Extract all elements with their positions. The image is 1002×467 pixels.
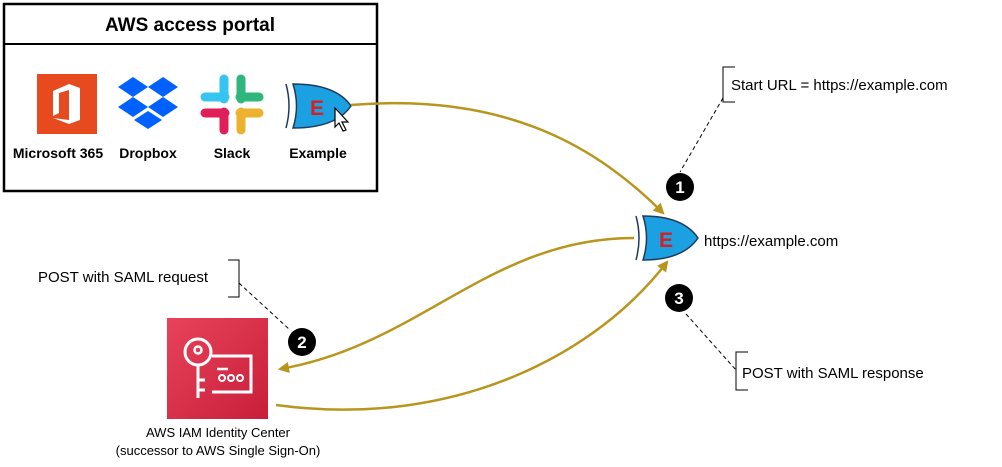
leader-line-saml-request	[238, 282, 291, 331]
microsoft-365-icon[interactable]	[37, 74, 97, 134]
step-1-label: 1	[675, 178, 684, 197]
step-badge-2: 2	[288, 328, 316, 356]
mouse-cursor-icon	[334, 106, 350, 132]
application-endpoint-url[interactable]: https://example.com	[704, 233, 838, 250]
flow-arrow-idp-to-app	[275, 260, 669, 411]
application-endpoint-letter: E	[659, 229, 673, 252]
application-endpoint-icon[interactable]: E	[635, 215, 699, 261]
callout-saml-response-text: POST with SAML response	[742, 365, 924, 382]
idp-name-line1: AWS IAM Identity Center	[146, 425, 291, 440]
flow-arrow-portal-to-app	[350, 101, 665, 215]
step-badge-3: 3	[665, 284, 693, 312]
app-label-dropbox[interactable]: Dropbox	[119, 145, 177, 161]
leader-line-start-url	[679, 97, 724, 173]
step-3-label: 3	[674, 289, 683, 308]
app-label-example[interactable]: Example	[289, 145, 347, 161]
click-sparkle-icon	[326, 99, 347, 112]
idp-name-line2: (successor to AWS Single Sign-On)	[116, 443, 321, 458]
callout-saml-response: POST with SAML response	[735, 351, 924, 391]
callout-start-url: Start URL = https://example.com	[722, 66, 948, 103]
callout-start-url-text: Start URL = https://example.com	[731, 77, 948, 94]
app-label-slack[interactable]: Slack	[214, 145, 251, 161]
flow-arrow-app-to-idp	[277, 236, 635, 374]
leader-line-saml-response	[685, 313, 737, 371]
step-badge-1: 1	[666, 173, 694, 201]
example-app-letter: E	[310, 97, 324, 120]
portal-title: AWS access portal	[105, 15, 275, 36]
callout-saml-request-text: POST with SAML request	[38, 269, 209, 286]
iam-identity-center-icon[interactable]	[167, 318, 268, 419]
step-2-label: 2	[297, 333, 306, 352]
app-label-microsoft-365[interactable]: Microsoft 365	[13, 145, 103, 161]
slack-icon[interactable]	[200, 74, 264, 135]
dropbox-icon[interactable]	[118, 77, 178, 129]
callout-saml-request: POST with SAML request	[38, 259, 240, 298]
example-app-icon[interactable]: E	[285, 83, 352, 132]
